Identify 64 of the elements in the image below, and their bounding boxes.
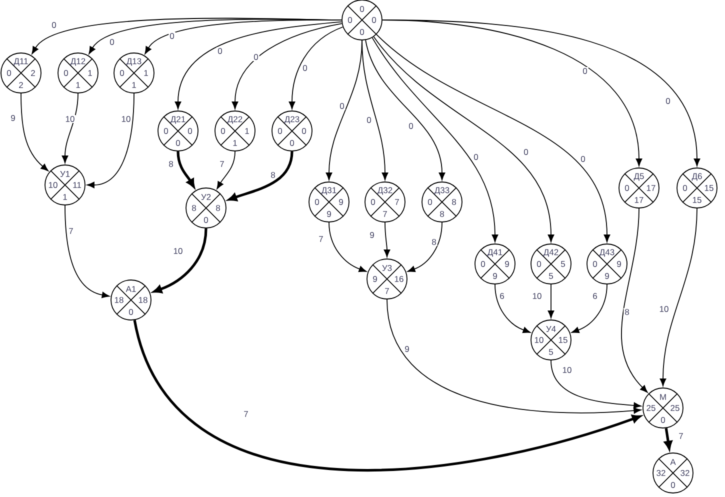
arrow — [62, 93, 78, 164]
arrow — [232, 23, 342, 110]
edge-label: 0 — [168, 32, 176, 40]
edge-label: 0 — [664, 96, 672, 105]
edge-label: 7 — [218, 160, 226, 168]
arrow — [328, 222, 367, 272]
edge-label: 0 — [50, 21, 58, 29]
arrow — [228, 151, 294, 202]
arrow — [144, 20, 342, 54]
arrow — [216, 151, 236, 190]
arrow — [176, 151, 195, 188]
arrow — [382, 20, 700, 166]
edge-label: 0 — [580, 154, 586, 163]
edge-label: 8 — [430, 238, 438, 246]
arrow — [548, 284, 554, 318]
edge-label: 0 — [408, 122, 414, 130]
edge-label: 10 — [561, 366, 573, 374]
edge-label: 0 — [252, 52, 260, 61]
edge-label: 7 — [242, 410, 250, 418]
arrow — [660, 208, 698, 386]
arrow — [153, 228, 208, 294]
edge-label: 0 — [108, 38, 116, 46]
arrow — [20, 93, 48, 172]
edge-label: 0 — [338, 102, 346, 110]
arrow — [407, 222, 442, 272]
edge-label: 6 — [498, 292, 506, 300]
arrow — [133, 320, 641, 472]
arrow — [64, 205, 110, 298]
edge-label: 10 — [172, 246, 184, 255]
arrow — [664, 428, 672, 450]
edge-label: 8 — [270, 170, 276, 179]
arrow — [550, 360, 642, 409]
arrow — [386, 299, 642, 414]
arrow — [373, 36, 554, 242]
edge-label: 7 — [678, 432, 684, 440]
edge-label: 7 — [318, 235, 324, 243]
edge-label: 10 — [658, 304, 670, 313]
arrow — [571, 284, 608, 334]
edge-label: 0 — [582, 66, 588, 75]
arrow — [365, 40, 446, 180]
arrow — [174, 21, 342, 110]
edge-label: 9 — [368, 230, 376, 239]
arrow — [372, 37, 498, 242]
edge-label: 10 — [120, 114, 132, 123]
arrow — [362, 40, 388, 180]
edge-label: 0 — [522, 148, 530, 156]
edge-label: 0 — [216, 46, 224, 55]
arrow — [86, 93, 134, 188]
edge-label: 9 — [10, 114, 16, 122]
edge-label: 9 — [404, 344, 410, 353]
edge-label: 8 — [168, 160, 174, 168]
edge-label: 0 — [366, 116, 372, 124]
arrow — [621, 208, 648, 393]
edge-label: 10 — [531, 292, 543, 300]
edge-label: 0 — [302, 64, 308, 72]
arrow — [288, 26, 344, 110]
edge-label: 10 — [64, 114, 76, 123]
arrow — [376, 34, 610, 242]
arrow — [494, 284, 531, 334]
edge-label: 8 — [624, 308, 630, 316]
arrow — [384, 222, 390, 258]
edge-label: 6 — [592, 292, 598, 300]
edge-label: 7 — [68, 227, 74, 235]
edge-label: 0 — [472, 152, 480, 161]
